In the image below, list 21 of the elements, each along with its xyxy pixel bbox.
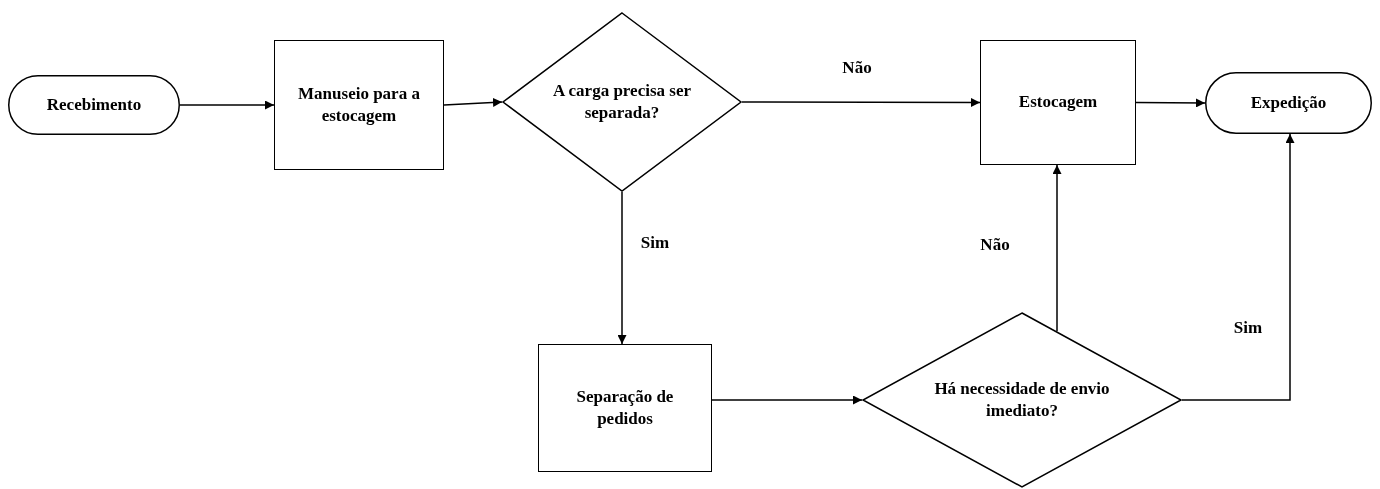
arrow: [179, 100, 275, 110]
arrow: [443, 97, 503, 107]
process-box: [274, 40, 444, 170]
node-label: Recebimento: [46, 93, 142, 116]
arrow: [617, 191, 627, 345]
node-label: Há necessidade de envio imediato?: [933, 377, 1111, 422]
process-box: [980, 40, 1136, 165]
arrow: [741, 98, 981, 107]
decision-diamond: [862, 312, 1182, 488]
arrow: [1181, 133, 1295, 401]
decision-diamond: [502, 12, 742, 192]
node-label: Separação de pedidos: [575, 385, 675, 430]
arrow: [1052, 164, 1062, 332]
process-box: [538, 344, 712, 472]
arrow: [711, 395, 863, 405]
node-label: Expedição: [1250, 91, 1327, 114]
node-label: A carga precisa ser separada?: [552, 79, 692, 124]
node-label: Estocagem: [1018, 91, 1098, 114]
node-label: Manuseio para a estocagem: [297, 82, 421, 127]
terminal-pill: [8, 75, 180, 135]
arrow: [1135, 98, 1206, 108]
